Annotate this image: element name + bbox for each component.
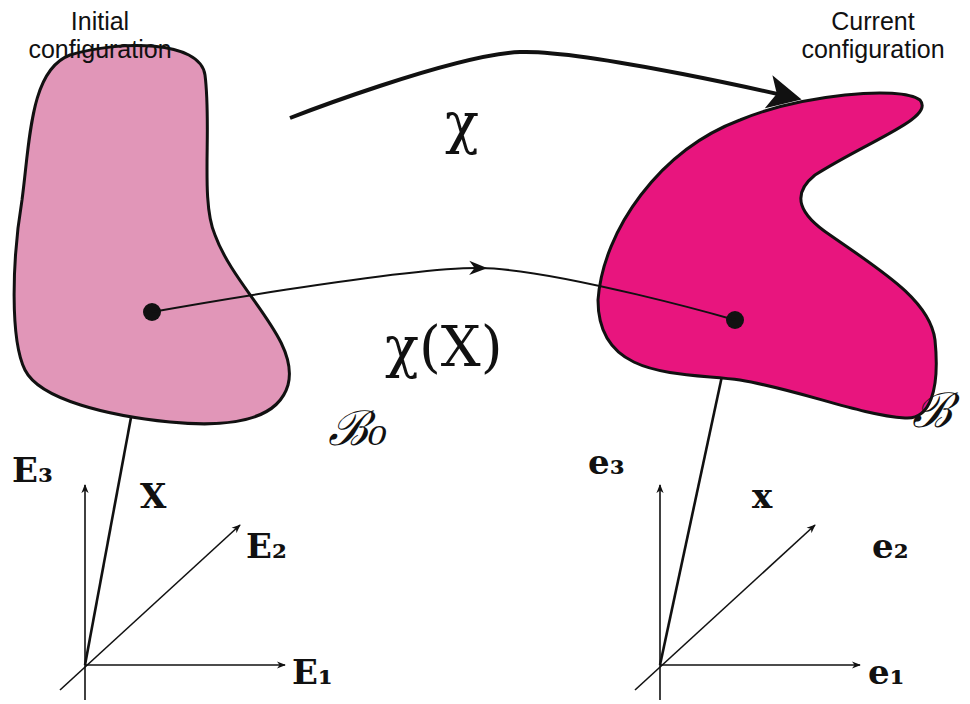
body-shape [14, 45, 289, 423]
spatial-axes [635, 485, 860, 700]
position-vector [660, 334, 731, 665]
body-configuration: Current configurationℬ [580, 0, 970, 470]
body-name: ℬ₀ [328, 402, 387, 455]
mapping-arrow [290, 52, 795, 118]
vector-label: e₃ [588, 444, 625, 481]
vector-label: E₃ [12, 452, 53, 489]
material-point [143, 303, 161, 321]
mapping-label: χ(X) [385, 316, 503, 378]
body-outline [580, 0, 970, 470]
vector-label: e₂ [872, 528, 909, 565]
vector-label: E₁ [292, 654, 333, 691]
body-name: ℬ [912, 384, 952, 437]
body-configuration: Initial configurationℬ₀ [0, 0, 400, 470]
configuration-heading: Current configuration [783, 8, 963, 63]
body-shape [598, 93, 936, 418]
material-point [726, 311, 744, 329]
vector-label: E₂ [246, 528, 287, 565]
vector-label: x [752, 478, 772, 515]
configuration-heading: Initial configuration [15, 8, 185, 63]
vector-label: e₁ [868, 654, 905, 691]
body-outline [0, 0, 400, 470]
vector-label: X [140, 478, 166, 515]
reference-axes [60, 485, 285, 700]
mapping-label: χ [445, 92, 479, 154]
